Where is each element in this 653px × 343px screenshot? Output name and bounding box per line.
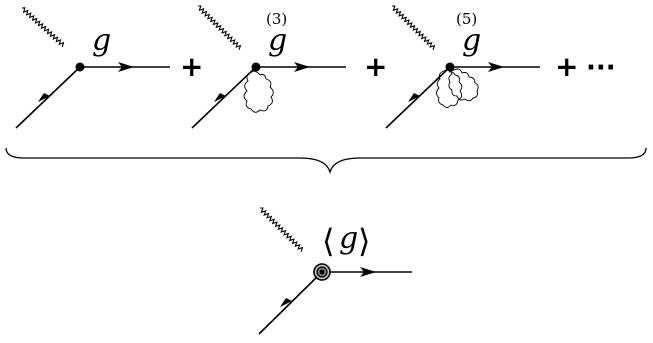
photon-line xyxy=(21,7,65,48)
vertex-dot xyxy=(445,62,455,72)
dressed-vertex-diagram: ⟨ g ⟩ xyxy=(258,207,412,335)
coupling-label: g xyxy=(268,23,287,58)
photon-loop xyxy=(448,68,479,102)
plus-operator: + xyxy=(180,50,203,83)
incoming-arrow xyxy=(214,93,226,102)
photon-line xyxy=(391,5,436,51)
bare-vertex-diagram: g xyxy=(15,7,170,129)
incoming-fermion-line xyxy=(15,66,81,129)
outgoing-arrow xyxy=(488,62,504,72)
coupling-label: g xyxy=(462,23,481,58)
one-loop-vertex-diagram: g (3) xyxy=(191,5,346,129)
summation-brace xyxy=(5,147,647,175)
plus-operator: + xyxy=(364,50,387,83)
incoming-arrow xyxy=(408,93,420,102)
photon-loop xyxy=(436,69,463,108)
incoming-arrow xyxy=(38,93,50,102)
outgoing-arrow xyxy=(360,267,376,277)
photon-loop xyxy=(243,70,274,113)
outgoing-arrow xyxy=(294,62,310,72)
incoming-fermion-line xyxy=(258,271,323,335)
left-angle-bracket: ⟨ xyxy=(322,222,334,260)
incoming-fermion-line xyxy=(385,66,451,129)
order-superscript: (3) xyxy=(266,10,287,28)
averaged-coupling-label: g xyxy=(339,221,358,256)
order-superscript: (5) xyxy=(456,10,477,28)
two-loop-vertex-diagram: g (5) xyxy=(385,5,540,129)
ellipsis: ··· xyxy=(586,53,616,83)
plus-operator: + xyxy=(555,50,578,83)
vertex-dot xyxy=(75,62,85,72)
incoming-fermion-line xyxy=(191,66,257,129)
dressed-vertex-core xyxy=(319,269,325,275)
photon-line xyxy=(197,5,242,51)
photon-line xyxy=(260,207,304,253)
vertex-dot xyxy=(251,62,261,72)
incoming-arrow xyxy=(280,298,292,307)
coupling-label: g xyxy=(92,23,111,58)
right-angle-bracket: ⟩ xyxy=(358,222,370,260)
outgoing-arrow xyxy=(118,62,134,72)
